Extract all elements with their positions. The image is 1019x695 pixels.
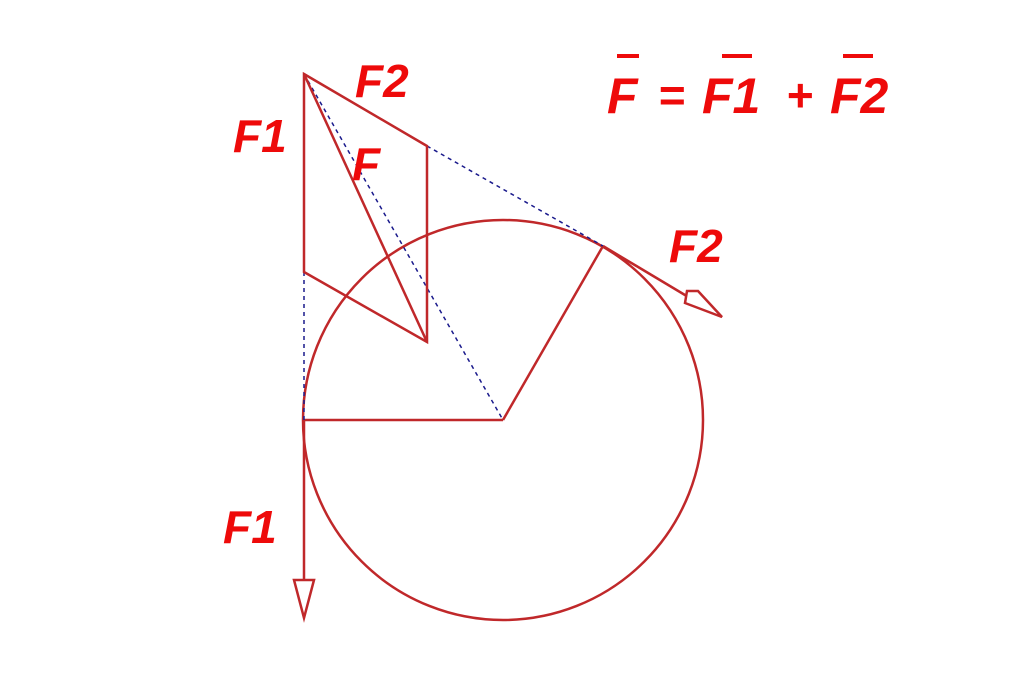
formula-f: F [607,68,639,124]
formula-f2: F2 [830,68,889,124]
formula-equals: = [658,69,685,121]
formula-f2-overbar [843,54,873,58]
formula-f1-overbar [722,54,752,58]
formula-f1: F1 [702,68,760,124]
radius-upper-right [501,245,605,421]
label-f1-tangent: F1 [223,501,277,553]
formula-f-overbar [617,54,639,58]
label-resultant-f: F [352,138,382,190]
vector-sum-formula: F = F1 + F2 [607,54,889,124]
f2-arrowhead-icon [683,289,723,319]
f1-arrowhead-icon [292,578,316,623]
dashed-center-to-apex [303,73,504,421]
f2-arrow-shaft [602,244,701,306]
resultant-line [302,73,429,343]
label-f2-tangent: F2 [669,220,723,272]
dashed-tangent-extension [426,145,604,247]
label-f2-parallelogram: F2 [355,55,409,107]
label-f1-parallelogram: F1 [233,110,287,162]
formula-plus: + [786,69,813,121]
